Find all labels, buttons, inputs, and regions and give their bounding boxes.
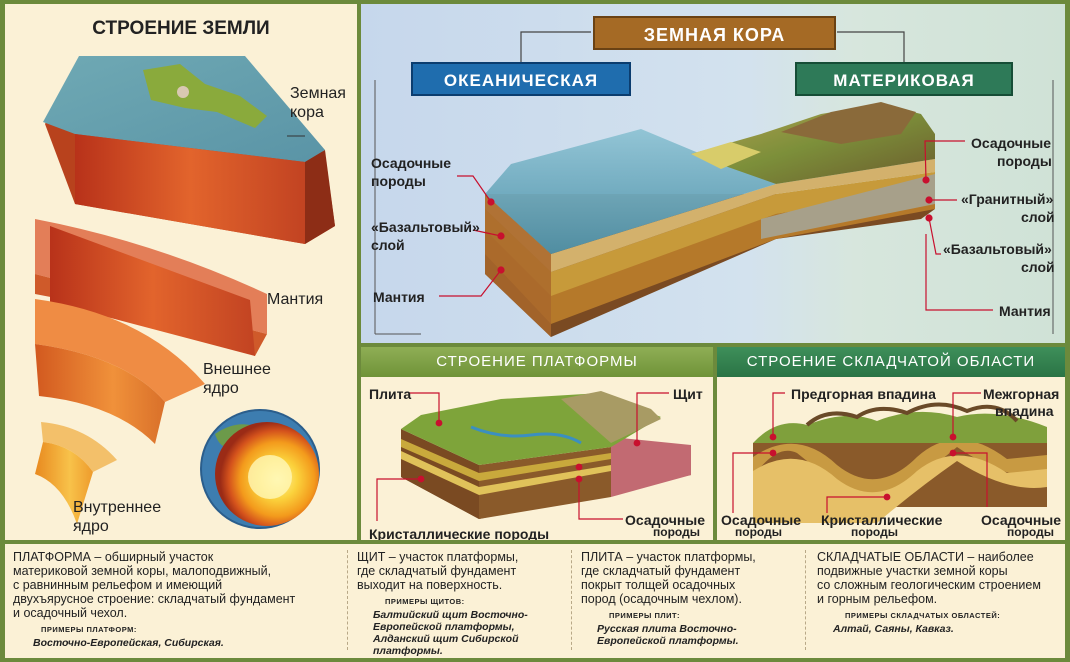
- def-plate-example-2: Европейской платформы.: [597, 635, 739, 647]
- crust-slab: [43, 56, 335, 244]
- def-platform-line2: материковой земной коры, малоподвижный,: [13, 564, 272, 578]
- outer-core-layer: [35, 299, 205, 444]
- label-outer-core-line1: Внешнее: [203, 361, 271, 378]
- label-intermontane-line2: впадина: [995, 403, 1054, 419]
- label-crust-line2: кора: [290, 104, 324, 121]
- folded-block: [753, 402, 1047, 523]
- ocean-sediment-label-2: породы: [371, 173, 426, 189]
- label-sediment-right-line2: породы: [1007, 525, 1054, 539]
- folded-area-structure-panel: СТРОЕНИЕ СКЛАДЧАТОЙ ОБЛАСТИ Предгорная в…: [717, 347, 1065, 540]
- cont-basalt-label-2: слой: [1021, 259, 1055, 275]
- label-crystalline-line2: породы: [851, 525, 898, 539]
- def-plate-line3: покрыт толщей осадочных: [581, 578, 736, 592]
- label-intermontane-line1: Межгорная: [983, 386, 1060, 402]
- label-sediment-line2: породы: [653, 525, 700, 539]
- platform-block: [401, 391, 691, 519]
- def-shield-example-4: платформы.: [373, 645, 443, 657]
- ocean-mantle-label: Мантия: [373, 289, 425, 305]
- earth-globe-icon: [200, 409, 320, 529]
- divider: [347, 550, 348, 650]
- def-folded-examples-header: ПРИМЕРЫ СКЛАДЧАТЫХ ОБЛАСТЕЙ:: [845, 611, 1001, 620]
- def-shield-line2: где складчатый фундамент: [357, 564, 517, 578]
- definition-platform: ПЛАТФОРМА – обширный участок материковой…: [13, 550, 343, 649]
- inner-core-layer: [35, 422, 117, 524]
- continental-crust-header: МАТЕРИКОВАЯ: [795, 62, 1013, 96]
- label-outer-core-line2: ядро: [203, 380, 239, 397]
- label-mantle: Мантия: [267, 291, 324, 308]
- crust-title-box: ЗЕМНАЯ КОРА: [593, 16, 836, 50]
- platform-illustration: [376, 391, 691, 521]
- definition-shield: ЩИТ – участок платформы, где складчатый …: [357, 550, 567, 657]
- label-plate: Плита: [369, 386, 412, 402]
- def-shield-example-1: Балтийский щит Восточно-: [373, 609, 528, 621]
- ocean-basalt-label-2: слой: [371, 237, 405, 253]
- label-inner-core-line2: ядро: [73, 518, 109, 535]
- earth-structure-panel: СТРОЕНИЕ ЗЕМЛИ: [5, 4, 357, 540]
- label-sediment-right-line1: Осадочные: [981, 512, 1062, 528]
- def-folded-line1: СКЛАДЧАТЫЕ ОБЛАСТИ – наиболее: [817, 550, 1034, 564]
- def-platform-line5: и осадочный чехол.: [13, 606, 128, 620]
- platform-structure-panel: СТРОЕНИЕ ПЛАТФОРМЫ Плита Щит Кри: [361, 347, 713, 540]
- folded-area-title: СТРОЕНИЕ СКЛАДЧАТОЙ ОБЛАСТИ: [717, 347, 1065, 377]
- folded-area-illustration: [732, 392, 1047, 523]
- def-shield-line1: ЩИТ – участок платформы,: [357, 550, 519, 564]
- label-crust-line1: Земная: [290, 85, 346, 102]
- earth-crust-panel: ЗЕМНАЯ КОРА ОКЕАНИЧЕСКАЯ МАТЕРИКОВАЯ Оса…: [361, 4, 1065, 343]
- label-shield: Щит: [673, 386, 703, 402]
- oceanic-crust-header: ОКЕАНИЧЕСКАЯ: [411, 62, 631, 96]
- earth-layers-illustration: [35, 56, 335, 529]
- def-shield-line3: выходит на поверхность.: [357, 578, 503, 592]
- def-platform-line4: двухъярусное строение: складчатый фундам…: [13, 592, 296, 606]
- def-folded-example-1: Алтай, Саяны, Кавказ.: [833, 623, 954, 635]
- crust-block: [485, 102, 935, 337]
- def-plate-line2: где складчатый фундамент: [581, 564, 741, 578]
- divider: [571, 550, 572, 650]
- cont-sediment-label-1: Осадочные: [971, 135, 1052, 151]
- cont-granite-label-2: слой: [1021, 209, 1055, 225]
- def-folded-line2: подвижные участки земной коры: [817, 564, 1008, 578]
- label-sediment-line1: Осадочные: [625, 512, 706, 528]
- cont-mantle-label: Мантия: [999, 303, 1051, 319]
- label-sediment-left-line1: Осадочные: [721, 512, 802, 528]
- def-platform-example-1: Восточно-Европейская, Сибирская.: [33, 637, 224, 649]
- label-foredeep: Предгорная впадина: [791, 386, 936, 402]
- definitions-strip: ПЛАТФОРМА – обширный участок материковой…: [5, 544, 1065, 658]
- def-shield-example-2: Европейской платформы,: [373, 621, 515, 633]
- crust-section-illustration: [374, 31, 1054, 337]
- def-plate-example-1: Русская плита Восточно-: [597, 623, 737, 635]
- def-platform-line3: с равнинным рельефом и имеющий: [13, 578, 223, 592]
- cont-granite-label-1: «Гранитный»: [961, 191, 1054, 207]
- earth-structure-title: СТРОЕНИЕ ЗЕМЛИ: [92, 18, 270, 39]
- label-sediment-left-line2: породы: [735, 525, 782, 539]
- definition-folded-areas: СКЛАДЧАТЫЕ ОБЛАСТИ – наиболее подвижные …: [817, 550, 1061, 635]
- platform-structure-title: СТРОЕНИЕ ПЛАТФОРМЫ: [361, 347, 713, 377]
- mantle-wedge: [35, 219, 267, 356]
- divider: [805, 550, 806, 650]
- def-plate-line4: пород (осадочным чехлом).: [581, 592, 742, 606]
- ocean-basalt-label-1: «Базальтовый»: [371, 219, 480, 235]
- def-shield-examples-header: ПРИМЕРЫ ЩИТОВ:: [385, 597, 465, 606]
- label-inner-core-line1: Внутреннее: [73, 499, 162, 516]
- def-platform-examples-header: ПРИМЕРЫ ПЛАТФОРМ:: [41, 625, 137, 634]
- definition-plate: ПЛИТА – участок платформы, где складчаты…: [581, 550, 791, 647]
- cont-sediment-label-2: породы: [997, 153, 1052, 169]
- def-folded-line4: и горным рельефом.: [817, 592, 938, 606]
- def-folded-line3: со сложным геологическим строением: [817, 578, 1041, 592]
- def-shield-example-3: Алданский щит Сибирской: [373, 633, 519, 645]
- def-plate-examples-header: ПРИМЕРЫ ПЛИТ:: [609, 611, 680, 620]
- ocean-sediment-label-1: Осадочные: [371, 155, 452, 171]
- label-crystalline-line1: Кристаллические: [821, 512, 943, 528]
- def-plate-line1: ПЛИТА – участок платформы,: [581, 550, 756, 564]
- def-platform-line1: ПЛАТФОРМА – обширный участок: [13, 550, 214, 564]
- cont-basalt-label-1: «Базальтовый»: [943, 241, 1052, 257]
- label-crystalline-rocks: Кристаллические породы: [369, 526, 550, 540]
- volcano-marker: [177, 86, 189, 98]
